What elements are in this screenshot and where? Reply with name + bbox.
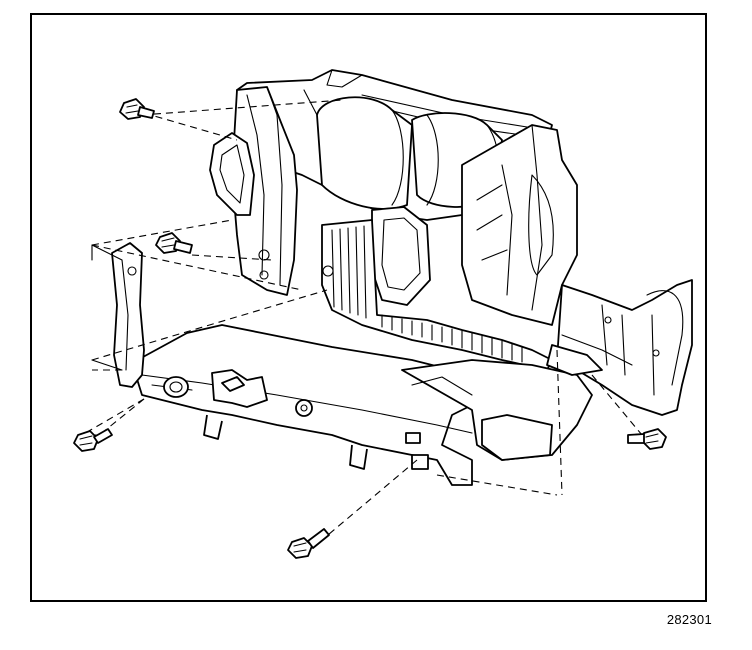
illustration-frame xyxy=(30,13,707,602)
lower-case xyxy=(401,359,593,461)
duct-seal-center xyxy=(371,206,431,306)
left-mount-bracket xyxy=(111,242,145,388)
right-frame xyxy=(546,279,693,416)
lower-center-bolt xyxy=(287,528,330,559)
right-side-bolt xyxy=(627,428,667,450)
alignment-lines xyxy=(81,99,643,541)
lower-left-bolt xyxy=(73,428,113,452)
duct-seal-left xyxy=(209,132,255,216)
exploded-view-illustration xyxy=(73,69,693,559)
support-bracket xyxy=(131,324,473,486)
left-side-bolt xyxy=(155,232,193,254)
bracket-upper-left-bolt xyxy=(119,98,155,120)
figure-number: 282301 xyxy=(666,612,712,627)
hvac-module-housing xyxy=(231,69,578,326)
